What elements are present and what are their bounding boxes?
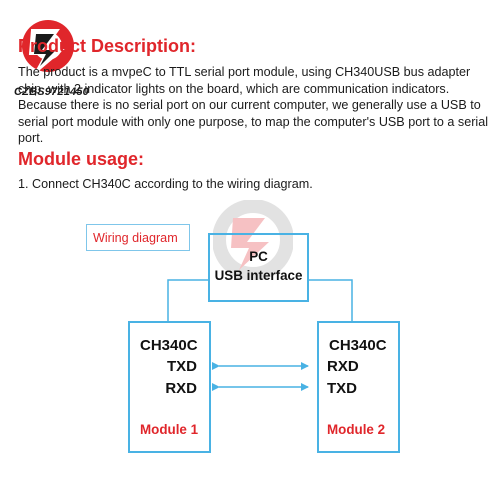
watermark-logo-icon: [213, 200, 293, 280]
module-2-pin-txd: TXD: [327, 380, 357, 397]
module-2-name: Module 2: [327, 422, 386, 437]
logo-emblem-icon: [22, 20, 74, 73]
pc-to-module2-line: [309, 279, 353, 321]
pc-title: PC: [249, 249, 268, 264]
usage-step-1: 1. Connect CH340C according to the wirin…: [18, 177, 313, 191]
usage-heading: Module usage:: [18, 149, 145, 169]
module-2-chip: CH340C: [329, 337, 387, 354]
pc-usb-box: PC USB interface: [208, 233, 309, 302]
wiring-diagram-label: Wiring diagram: [93, 231, 178, 245]
brand-logo: CZBS9721450: [14, 6, 94, 98]
wiring-diagram-label-box: Wiring diagram: [86, 224, 190, 251]
module-1-chip: CH340C: [140, 337, 198, 354]
description-heading: Product Description:: [18, 36, 197, 56]
module-2-box: CH340C RXD TXD Module 2: [317, 321, 400, 453]
pc-to-module1-line: [167, 279, 208, 321]
pc-subtitle: USB interface: [214, 268, 303, 283]
module-1-pin-rxd: RXD: [165, 380, 197, 397]
module-1-name: Module 1: [140, 422, 199, 437]
module-2-pin-rxd: RXD: [327, 358, 359, 375]
module-1-box: CH340C TXD RXD Module 1: [128, 321, 211, 453]
description-body: The product is a mvpeC to TTL serial por…: [18, 65, 489, 146]
module-1-pin-txd: TXD: [167, 358, 197, 375]
logo-text: CZBS9721450: [14, 86, 89, 98]
